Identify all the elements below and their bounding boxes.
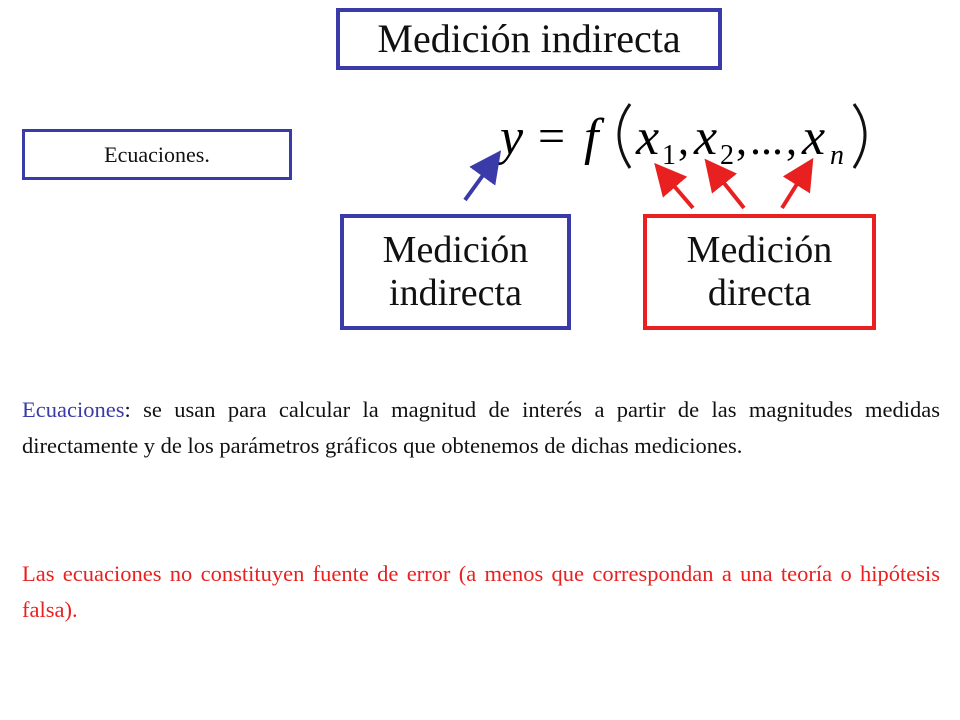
ecuaciones-label: Ecuaciones.: [104, 141, 210, 167]
indirect-measurement-box: Medición indirecta: [340, 214, 571, 330]
formula-close-paren: [852, 103, 867, 169]
title-box: Medición indirecta: [336, 8, 722, 70]
formula: y = f x 1 , x 2 , ... , x n: [495, 103, 867, 171]
formula-equals: =: [538, 110, 565, 163]
formula-xn: x: [801, 109, 825, 166]
formula-comma-2: ,: [736, 115, 747, 164]
formula-dots: ...: [750, 115, 783, 164]
formula-open-paren: [617, 103, 632, 169]
direct-box-line2: directa: [707, 272, 812, 314]
arrow-to-y: [463, 150, 502, 202]
formula-x1: x: [635, 109, 659, 166]
arrow-to-x1: [654, 162, 695, 210]
formula-x2: x: [693, 109, 717, 166]
page-title: Medición indirecta: [377, 16, 681, 61]
equations-explanation: Ecuaciones: se usan para calcular la mag…: [22, 392, 940, 464]
formula-comma-3: ,: [786, 115, 797, 164]
equations-term: Ecuaciones: [22, 397, 125, 422]
direct-measurement-box: Medición directa: [643, 214, 876, 330]
arrow-to-xn: [780, 157, 814, 210]
error-note: Las ecuaciones no constituyen fuente de …: [22, 561, 940, 622]
indirect-box-line1: Medición: [382, 229, 529, 272]
indirect-box-line2: indirecta: [389, 272, 522, 314]
equations-explanation-text: : se usan para calcular la magnitud de i…: [22, 397, 940, 458]
direct-box-line1: Medición: [686, 229, 833, 272]
ecuaciones-label-box: Ecuaciones.: [22, 129, 292, 180]
formula-subn: n: [830, 140, 844, 171]
arrow-to-x2: [704, 158, 746, 210]
formula-comma-1: ,: [678, 115, 689, 164]
